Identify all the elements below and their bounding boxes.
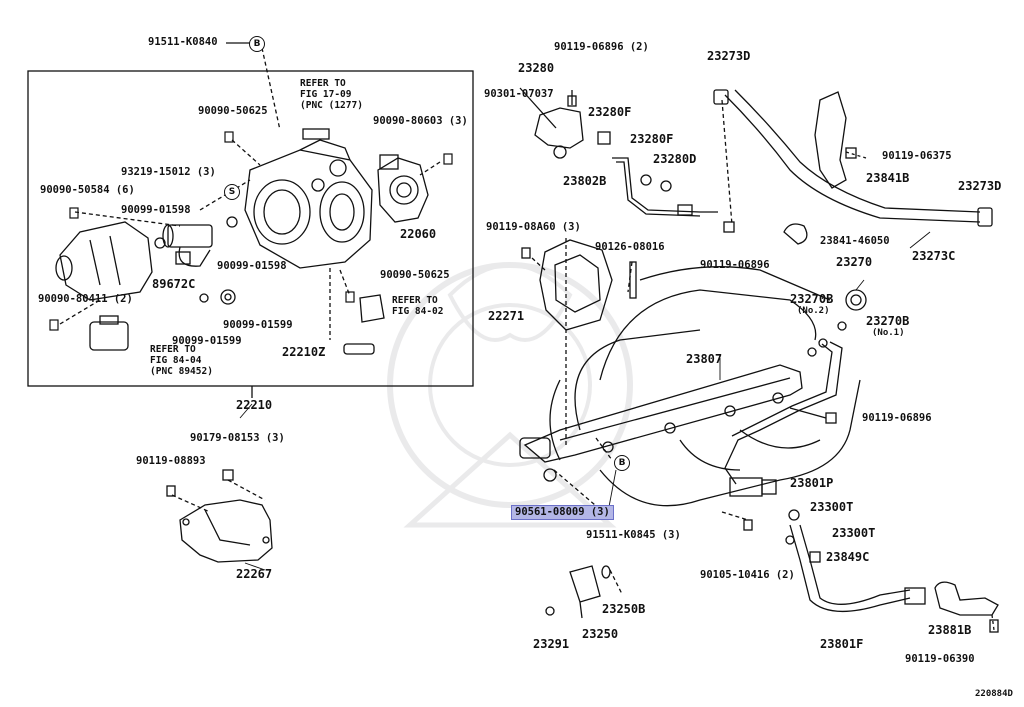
label-23270b-no2[interactable]: 23270B <box>790 292 834 306</box>
label-23280d[interactable]: 23280D <box>653 152 697 166</box>
label-90090-50625-a[interactable]: 90090-50625 <box>198 105 268 117</box>
label-90099-01598-b[interactable]: 90099-01598 <box>217 260 287 272</box>
refer-fig-84-02-note[interactable]: REFER TO FIG 84-02 <box>392 295 444 317</box>
label-90126-08016[interactable]: 90126-08016 <box>595 241 665 253</box>
actuator-drawing <box>55 221 153 301</box>
label-23250b[interactable]: 23250B <box>602 602 646 616</box>
label-22267[interactable]: 22267 <box>236 567 273 581</box>
label-90119-06375[interactable]: 90119-06375 <box>882 150 952 162</box>
label-90119-08893[interactable]: 90119-08893 <box>136 455 206 467</box>
label-89672c[interactable]: 89672C <box>152 277 196 291</box>
label-90179-08153[interactable]: 90179-08153 (3) <box>190 432 285 444</box>
label-22271[interactable]: 22271 <box>488 309 525 323</box>
label-90099-01599-a[interactable]: 90099-01599 <box>223 319 293 331</box>
label-no2: (No.2) <box>797 306 830 316</box>
label-90119-06390[interactable]: 90119-06390 <box>905 653 975 665</box>
refer-fig-17-09-note[interactable]: REFER TO FIG 17-09 (PNC (1277) <box>300 78 363 111</box>
label-90099-01598-a[interactable]: 90099-01598 <box>121 204 191 216</box>
label-23280f-b[interactable]: 23280F <box>630 132 674 146</box>
callout-b-badge-2: B <box>614 455 630 471</box>
callout-s-badge: S <box>224 184 240 200</box>
label-23270b-no1[interactable]: 23270B <box>866 314 910 328</box>
label-23849c[interactable]: 23849C <box>826 550 870 564</box>
label-90090-50584[interactable]: 90090-50584 (6) <box>40 184 135 196</box>
throttle-body-drawing <box>244 139 373 269</box>
label-23250[interactable]: 23250 <box>582 627 619 641</box>
label-23300t-b[interactable]: 23300T <box>832 526 876 540</box>
callout-b-badge: B <box>249 36 265 52</box>
label-90119-06896-b[interactable]: 90119-06896 <box>862 412 932 424</box>
label-91511-k0845[interactable]: 91511-K0845 (3) <box>586 529 681 541</box>
label-23881b[interactable]: 23881B <box>928 623 972 637</box>
label-93219-15012[interactable]: 93219-15012 (3) <box>121 166 216 178</box>
label-90119-06896-2[interactable]: 90119-06896 (2) <box>554 41 649 53</box>
label-22210[interactable]: 22210 <box>236 398 273 412</box>
label-23801f[interactable]: 23801F <box>820 637 864 651</box>
label-23273c[interactable]: 23273C <box>912 249 956 263</box>
label-23807[interactable]: 23807 <box>686 352 723 366</box>
intake-manifold-drawing <box>549 266 861 507</box>
label-23300t-a[interactable]: 23300T <box>810 500 854 514</box>
label-23802b[interactable]: 23802B <box>563 174 607 188</box>
label-23801p[interactable]: 23801P <box>790 476 834 490</box>
label-90561-08009-highlighted[interactable]: 90561-08009 (3) <box>511 505 614 520</box>
bracket-22267-drawing <box>166 469 273 563</box>
label-23291[interactable]: 23291 <box>533 637 570 651</box>
label-23841b[interactable]: 23841B <box>866 171 910 185</box>
label-no1: (No.1) <box>872 328 905 338</box>
label-90105-10416[interactable]: 90105-10416 (2) <box>700 569 795 581</box>
label-90099-01599-b[interactable]: 90099-01599 <box>172 335 242 347</box>
label-23270[interactable]: 23270 <box>836 255 873 269</box>
label-90119-08a60[interactable]: 90119-08A60 (3) <box>486 221 581 233</box>
label-91511-k0840[interactable]: 91511-K0840 <box>148 36 218 48</box>
label-90090-80603[interactable]: 90090-80603 (3) <box>373 115 468 127</box>
label-90119-06896-a[interactable]: 90119-06896 <box>700 259 770 271</box>
diagram-code: 220884D <box>975 689 1013 699</box>
watermark-emblem <box>387 262 633 528</box>
refer-fig-84-04-note[interactable]: REFER TO FIG 84-04 (PNC 89452) <box>150 344 213 377</box>
isc-valve-drawing <box>377 154 429 223</box>
label-23273d-b[interactable]: 23273D <box>958 179 1002 193</box>
label-90090-80411[interactable]: 90090-80411 (2) <box>38 293 133 305</box>
fuel-rail-drawing <box>519 364 803 463</box>
label-90090-50625-b[interactable]: 90090-50625 <box>380 269 450 281</box>
label-23841-46050[interactable]: 23841-46050 <box>820 235 890 247</box>
label-90301-07037[interactable]: 90301-07037 <box>484 88 554 100</box>
sensor-89672c-drawing <box>162 224 213 267</box>
label-22210z[interactable]: 22210Z <box>282 345 326 359</box>
label-23273d-a[interactable]: 23273D <box>707 49 751 63</box>
group-22210-frame <box>27 70 474 387</box>
label-22060[interactable]: 22060 <box>400 227 437 241</box>
label-23280[interactable]: 23280 <box>518 61 555 75</box>
label-23280f-a[interactable]: 23280F <box>588 105 632 119</box>
